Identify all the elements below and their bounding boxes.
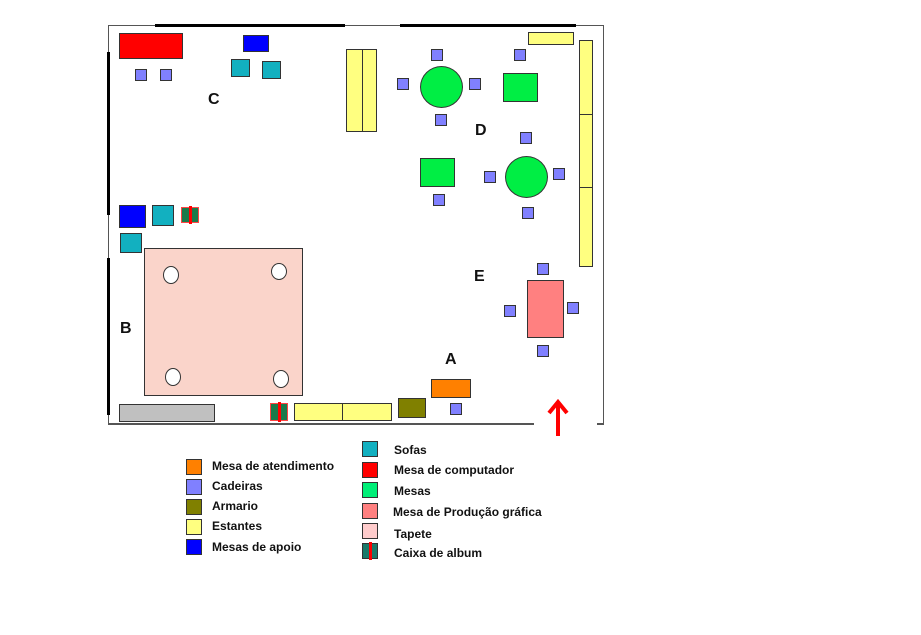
sofa [262,61,281,79]
shelf [579,40,593,115]
sofa [231,59,250,77]
legend-swatch [362,462,378,478]
chair [135,69,147,81]
round-table [420,66,463,108]
legend-swatch [186,459,202,475]
shelf [294,403,343,421]
chair [504,305,516,317]
pillar [273,370,289,388]
legend-label: Mesas [394,484,431,498]
chair [435,114,447,126]
cabinet [398,398,426,418]
chair [160,69,172,81]
chair [537,345,549,357]
legend-label: Mesa de Produção gráfica [393,505,542,519]
legend-label: Caixa de album [394,546,483,560]
zone-label-c: C [208,91,220,108]
square-table [420,158,455,187]
pillar [165,368,181,386]
legend-swatch [362,441,378,457]
zone-label-b: B [120,320,132,337]
round-table [505,156,548,198]
pillar [163,266,179,284]
room-bottom-wall-right [597,423,604,425]
pillar [271,263,287,280]
sofa [152,205,174,226]
chair [450,403,462,415]
square-table [503,73,538,102]
chair [567,302,579,314]
legend-swatch [362,503,378,519]
entrance-arrow-icon [547,398,569,436]
legend-label: Sofas [394,443,427,457]
support-table [243,35,269,52]
shelf [346,49,363,132]
chair [514,49,526,61]
zone-label-d: D [475,122,487,139]
chair [522,207,534,219]
wall-top-2 [400,24,576,27]
album-box [181,206,199,224]
service-desk [431,379,471,398]
legend-label: Armario [212,499,259,513]
zone-label-e: E [474,268,485,285]
legend-swatch [362,482,378,498]
support-table [119,205,146,228]
shelf [528,32,574,45]
legend-label: Cadeiras [212,479,263,493]
chair [431,49,443,61]
wall-left-1 [107,52,110,215]
chair [469,78,481,90]
legend-swatch [186,499,202,515]
chair [537,263,549,275]
room-bottom-wall [108,423,534,425]
chair [484,171,496,183]
chair [433,194,445,206]
shelf [579,187,593,267]
legend-swatch [362,523,378,539]
graphic-production-table [527,280,564,338]
legend-swatch [186,519,202,535]
room-outline [108,25,604,425]
album-box [270,402,288,422]
legend-label: Mesa de computador [394,463,515,477]
legend-swatch [186,479,202,495]
legend-label: Mesas de apoio [212,540,302,554]
chair [397,78,409,90]
zone-label-a: A [445,351,457,368]
gray-bench [119,404,215,422]
shelf [579,114,593,188]
computer-desk [119,33,183,59]
legend-swatch [186,539,202,555]
chair [520,132,532,144]
legend-label: Estantes [212,519,263,533]
chair [553,168,565,180]
legend-label: Tapete [394,527,432,541]
legend-label: Mesa de atendimento [212,459,335,473]
wall-top-1 [155,24,345,27]
wall-left-2 [107,258,110,415]
sofa [120,233,142,253]
shelf [362,49,377,132]
shelf [342,403,392,421]
legend-swatch [362,542,378,560]
